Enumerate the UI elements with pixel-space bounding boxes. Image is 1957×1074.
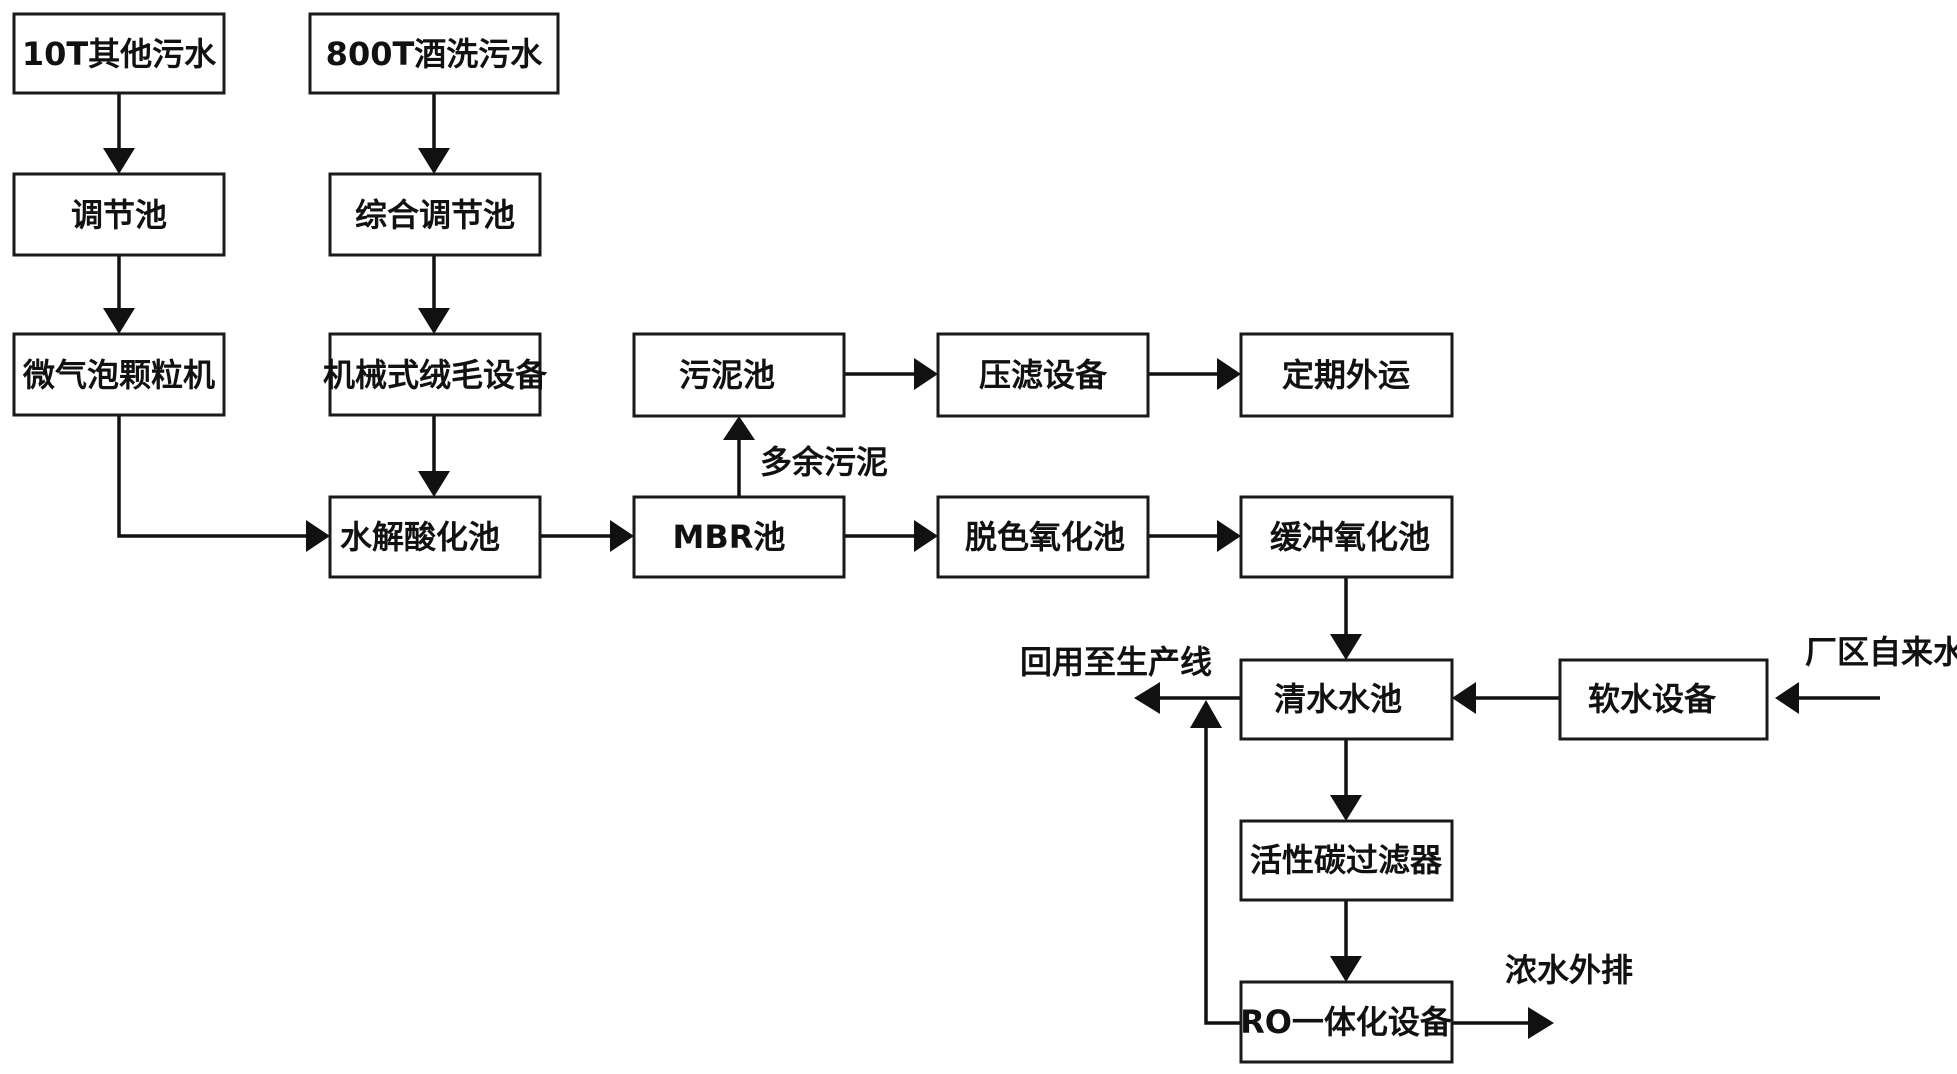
node-water-softener-label: 软水设备 [1588, 680, 1717, 718]
arrowhead-reuse [1134, 682, 1160, 714]
node-buffer-oxidation-tank: 缓冲氧化池 [1239, 495, 1454, 579]
arrowhead-press [914, 358, 938, 390]
arrowhead-softener [1775, 682, 1799, 714]
node-periodic-transport: 定期外运 [1239, 332, 1454, 418]
node-clear-water-tank: 清水水池 [1239, 658, 1454, 741]
edge-ro-to-reuse [1204, 728, 1241, 1025]
edge-microbubble-to-hydrolysis [117, 415, 306, 538]
arrowhead-carbon [1330, 795, 1362, 821]
node-filter-press-label: 压滤设备 [979, 356, 1108, 394]
node-activated-carbon-filter-label: 活性碳过滤器 [1250, 841, 1443, 879]
arrowhead-hydrolysis-left [306, 520, 330, 552]
node-decolor-oxidation-tank: 脱色氧化池 [936, 495, 1150, 579]
arrowhead-regulating [103, 148, 135, 174]
node-periodic-transport-label: 定期外运 [1282, 356, 1410, 394]
node-hydrolysis-tank: 水解酸化池 [328, 495, 542, 579]
node-mechanical-lint-equipment: 机械式绒毛设备 [323, 332, 548, 417]
arrowhead-ro [1330, 956, 1362, 982]
node-microbubble-machine: 微气泡颗粒机 [12, 332, 226, 417]
node-buffer-oxidation-tank-label: 缓冲氧化池 [1270, 518, 1430, 556]
node-wash-wastewater-label: 800T酒洗污水 [326, 35, 544, 73]
node-sludge-tank-label: 污泥池 [679, 356, 775, 394]
arrowhead-clear-right [1452, 682, 1476, 714]
label-excess-sludge: 多余污泥 [760, 443, 888, 481]
node-microbubble-machine-label: 微气泡颗粒机 [22, 356, 215, 394]
node-clear-water-tank-label: 清水水池 [1274, 680, 1402, 718]
node-other-wastewater-label: 10T其他污水 [22, 35, 217, 73]
arrowhead-mbr [610, 520, 634, 552]
node-decolor-oxidation-tank-label: 脱色氧化池 [965, 518, 1125, 556]
node-mbr-tank: MBR池 [632, 495, 846, 579]
arrowhead-hydrolysis-top [418, 471, 450, 497]
arrowhead-sludge [723, 416, 755, 440]
node-activated-carbon-filter: 活性碳过滤器 [1239, 819, 1454, 902]
arrowhead-microbubble [103, 308, 135, 334]
arrowhead-decolor [914, 520, 938, 552]
node-hydrolysis-tank-label: 水解酸化池 [340, 518, 500, 556]
node-regulating-tank-label: 调节池 [71, 196, 167, 234]
arrowhead-buffer [1217, 520, 1241, 552]
node-combined-regulating-tank-label: 综合调节池 [355, 196, 515, 234]
arrowhead-clear-top [1330, 634, 1362, 660]
arrowhead-mechanical [418, 308, 450, 334]
arrowhead-discharge [1528, 1007, 1554, 1039]
node-ro-unit-label: RO一体化设备 [1240, 1003, 1453, 1041]
node-mbr-tank-label: MBR池 [673, 518, 786, 556]
connectors [103, 93, 1880, 1039]
node-wash-wastewater: 800T酒洗污水 [308, 12, 560, 95]
node-mechanical-lint-equipment-label: 机械式绒毛设备 [323, 356, 548, 394]
node-water-softener: 软水设备 [1558, 658, 1769, 741]
label-tap-water: 厂区自来水 [1805, 633, 1957, 671]
node-combined-regulating-tank: 综合调节池 [328, 172, 542, 257]
node-filter-press: 压滤设备 [936, 332, 1150, 418]
node-regulating-tank: 调节池 [12, 172, 226, 257]
label-concentrate-discharge: 浓水外排 [1505, 951, 1633, 989]
arrowhead-transport [1217, 358, 1241, 390]
node-sludge-tank: 污泥池 [632, 332, 846, 418]
node-other-wastewater: 10T其他污水 [12, 12, 226, 95]
node-ro-unit: RO一体化设备 [1239, 980, 1454, 1064]
label-reuse: 回用至生产线 [1020, 643, 1212, 681]
arrowhead-combined [418, 148, 450, 174]
arrowhead-ro-return [1190, 700, 1222, 728]
